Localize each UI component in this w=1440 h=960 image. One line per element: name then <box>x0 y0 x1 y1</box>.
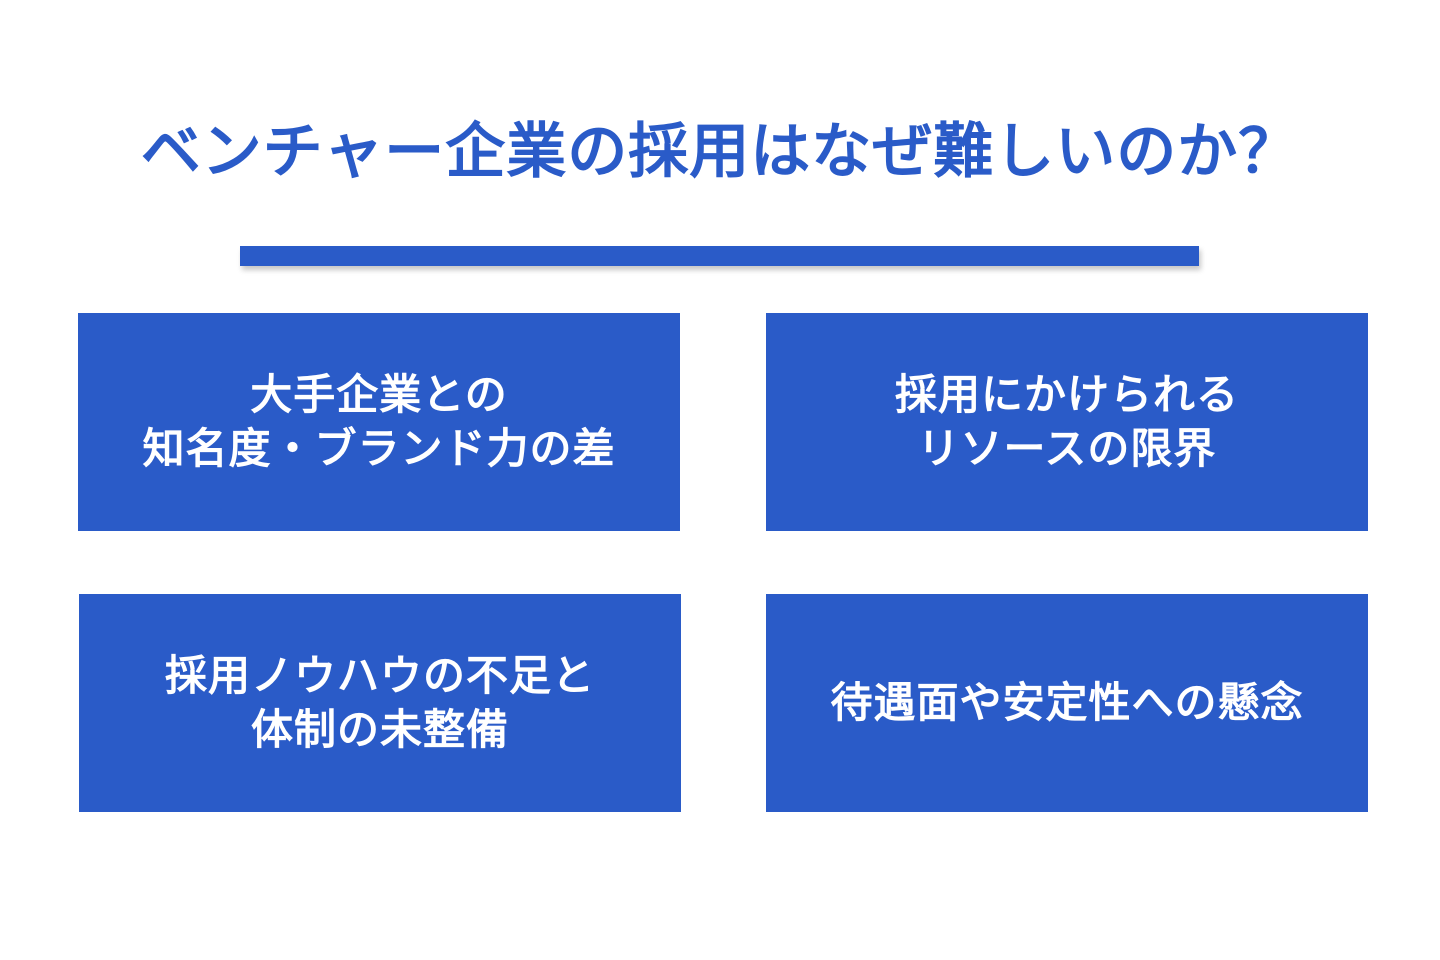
page-title: ベンチャー企業の採用はなぜ難しいのか？ <box>140 117 1300 187</box>
reason-card-text: 採用にかけられる リソースの限界 <box>894 370 1239 473</box>
reason-card-lack-of-knowhow: 採用ノウハウの不足と 体制の未整備 <box>79 594 681 812</box>
reason-card-text: 待遇面や安定性への懸念 <box>830 678 1304 727</box>
reason-card-text: 大手企業との 知名度・ブランド力の差 <box>142 370 616 473</box>
reason-card-limited-resources: 採用にかけられる リソースの限界 <box>766 313 1368 531</box>
reason-card-text: 採用ノウハウの不足と 体制の未整備 <box>164 651 595 754</box>
reason-card-compensation-stability: 待遇面や安定性への懸念 <box>766 594 1368 812</box>
title-underline-bar <box>240 246 1199 266</box>
reason-card-brand-recognition: 大手企業との 知名度・ブランド力の差 <box>78 313 680 531</box>
